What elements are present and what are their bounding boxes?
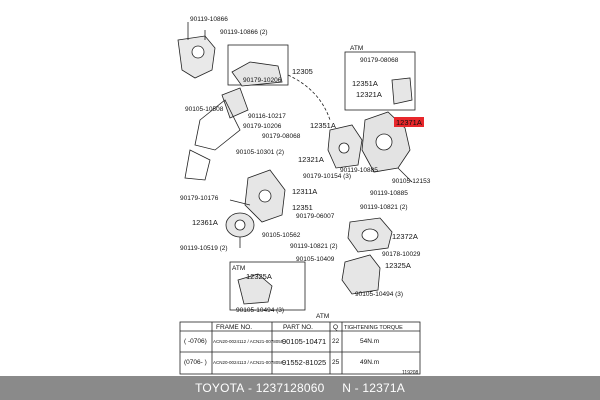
part-label: 12321A (298, 155, 324, 164)
part-label: 12311A (292, 187, 317, 196)
part-label: 90179-08068 (360, 57, 399, 64)
part-label: 90119-10821 (2) (360, 204, 408, 211)
table-cell: 91552-81025 (282, 358, 326, 367)
part-label: 90178-10029 (382, 251, 421, 258)
part-label: 90179-10176 (180, 195, 219, 202)
part-label: 90105-12153 (392, 178, 431, 185)
part-label: 90179-06007 (296, 213, 335, 220)
atm-label: ATM (232, 265, 245, 272)
part-label: 90119-10821 (2) (290, 243, 338, 250)
footer-reference: N - 12371A (342, 381, 405, 395)
part-label: 90179-10206 (243, 123, 282, 130)
part-label: 12325A (246, 272, 272, 281)
part-label: 90119-10866 (2) (220, 29, 268, 36)
part-label: 12372A (392, 232, 418, 241)
table-cell: ( -0706) (184, 338, 207, 345)
part-label: 90116-10217 (248, 113, 286, 120)
part-label: 90119-10866 (190, 16, 228, 23)
table-cell: ACN20-0024112 / ACN21-0078055 (213, 339, 284, 344)
part-label: 90105-10508 (185, 106, 224, 113)
table-cell: ACN20-0024113 / ACN21-0078056 (213, 360, 284, 365)
part-label: 90119-10519 (2) (180, 245, 228, 252)
part-label: 90105-10494 (3) (236, 307, 284, 314)
footer-bar: TOYOTA - 1237128060 N - 12371A (0, 376, 600, 400)
table-cell: 22 (332, 338, 340, 345)
footer-brand: TOYOTA (195, 381, 245, 395)
part-label: 90119-10885 (370, 190, 408, 197)
table-cell: 49N.m (360, 359, 379, 366)
part-label: 90179-08068 (262, 133, 301, 140)
part-label: 12321A (356, 90, 382, 99)
part-label: 12361A (192, 218, 218, 227)
table-header: Q (333, 324, 338, 331)
table-cell: 90105-10471 (282, 337, 326, 346)
table-header: FRAME NO. (216, 324, 252, 331)
footer-part-number: 1237128060 (255, 381, 325, 395)
part-label: 12351A (310, 121, 336, 130)
part-label: 90179-10154 (3) (303, 173, 351, 180)
part-label: 90179-10206 (243, 77, 282, 84)
part-label: 90105-10409 (296, 256, 335, 263)
part-label: 90105-10494 (3) (355, 291, 403, 298)
part-label: 12305 (292, 67, 313, 76)
part-label: 90105-10301 (2) (236, 149, 284, 156)
table-cell: 25 (332, 359, 340, 366)
highlighted-part-label: 12371A (396, 118, 422, 127)
part-label: 90119-10885 (340, 167, 378, 174)
table-cell: 54N.m (360, 338, 379, 345)
highlight-box (394, 117, 424, 127)
atm-label: ATM (350, 45, 363, 52)
atm-label: ATM (316, 313, 329, 320)
table-cell: (0706- ) (184, 359, 207, 366)
part-label: 90105-10562 (262, 232, 301, 239)
diagram-ref: 119208 (402, 370, 419, 375)
table-header: TIGHTENING TORQUE (344, 325, 403, 331)
part-label: 12325A (385, 261, 411, 270)
part-label: 12351A (352, 79, 378, 88)
parts-diagram: 90119-10866 90119-10866 (2) 12305 90179-… (177, 16, 431, 375)
part-label: 12351 (292, 203, 313, 212)
table-header: PART NO. (283, 324, 313, 331)
